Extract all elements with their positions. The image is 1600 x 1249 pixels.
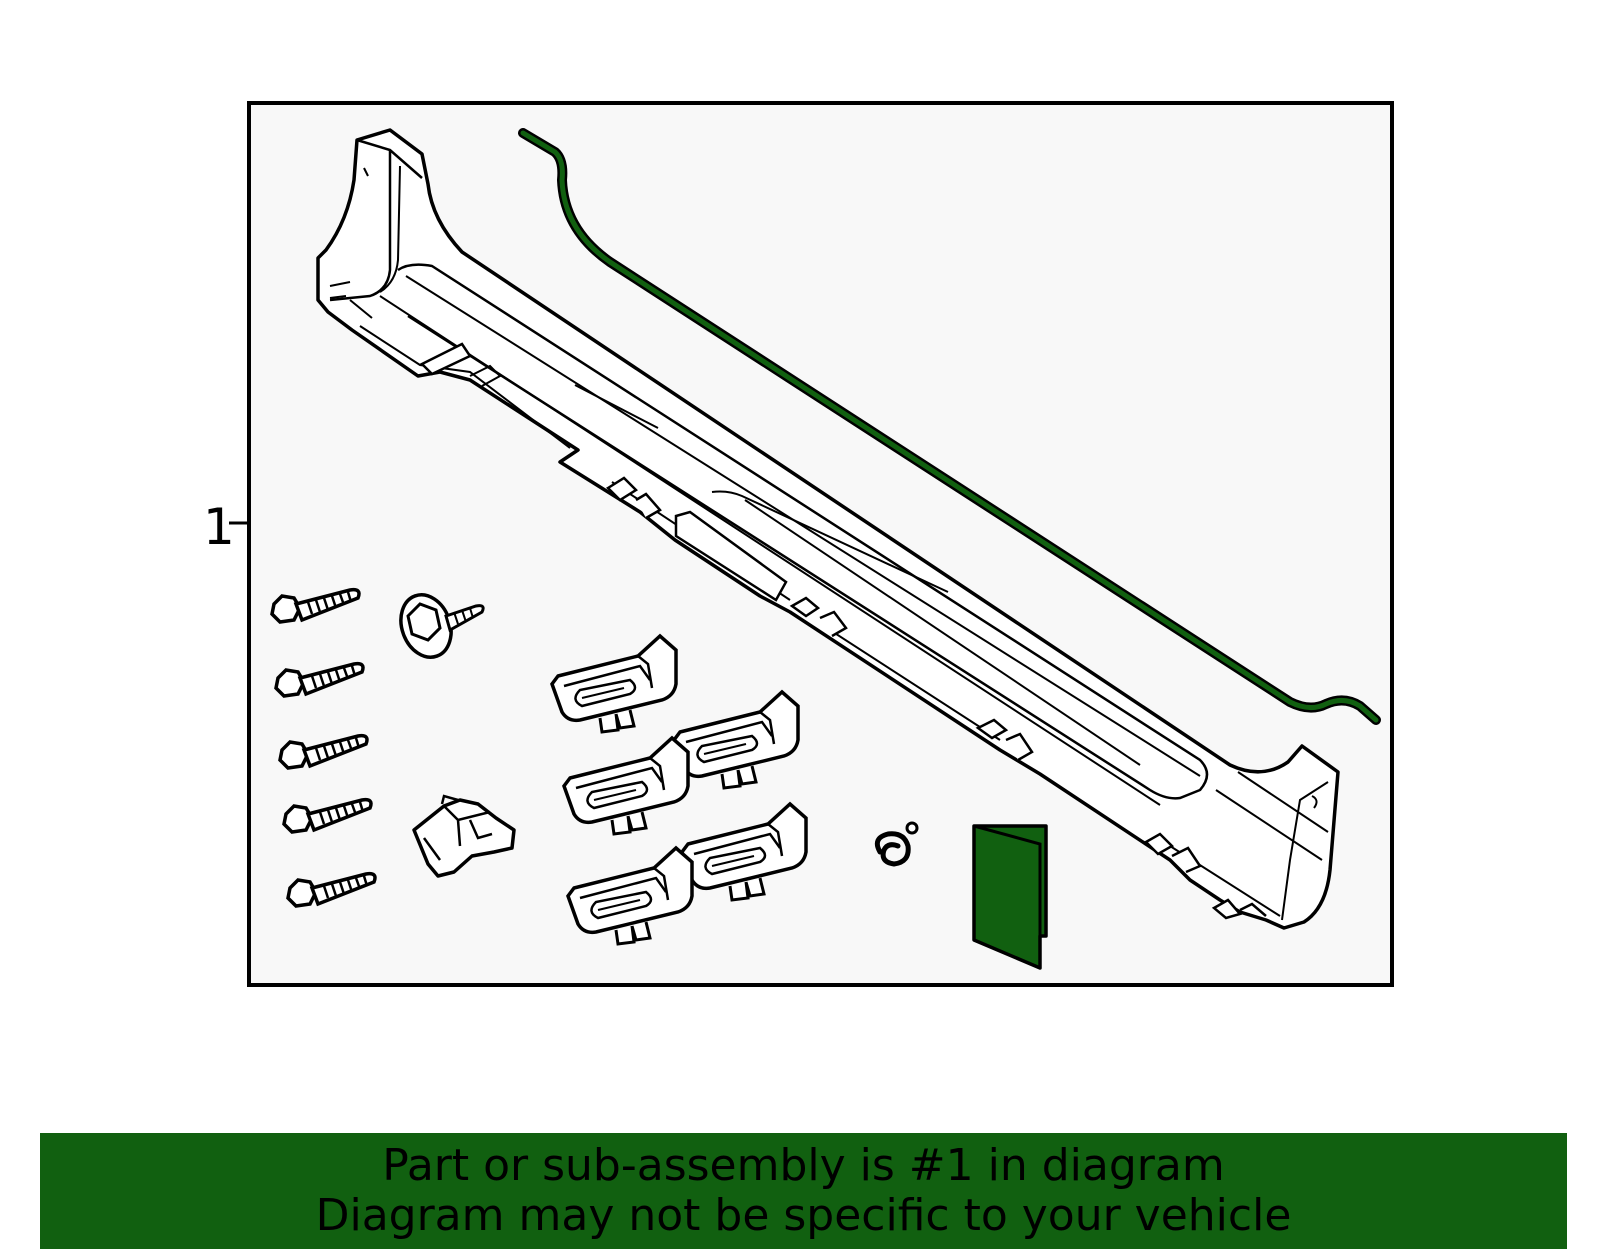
spring-clip bbox=[874, 821, 919, 867]
callout-number: 1 bbox=[203, 498, 235, 556]
rocker-panel-molding bbox=[316, 128, 1340, 930]
weatherstrip bbox=[518, 128, 1381, 725]
disclaimer-banner: Part or sub-assembly is #1 in diagram Di… bbox=[40, 1133, 1567, 1249]
flange-bolt bbox=[399, 593, 485, 659]
banner-line-part: Part or sub-assembly is #1 in diagram bbox=[382, 1140, 1225, 1191]
instruction-sheet bbox=[972, 824, 1048, 970]
push-clip bbox=[412, 794, 516, 878]
banner-line-disclaimer: Diagram may not be specific to your vehi… bbox=[315, 1190, 1292, 1241]
